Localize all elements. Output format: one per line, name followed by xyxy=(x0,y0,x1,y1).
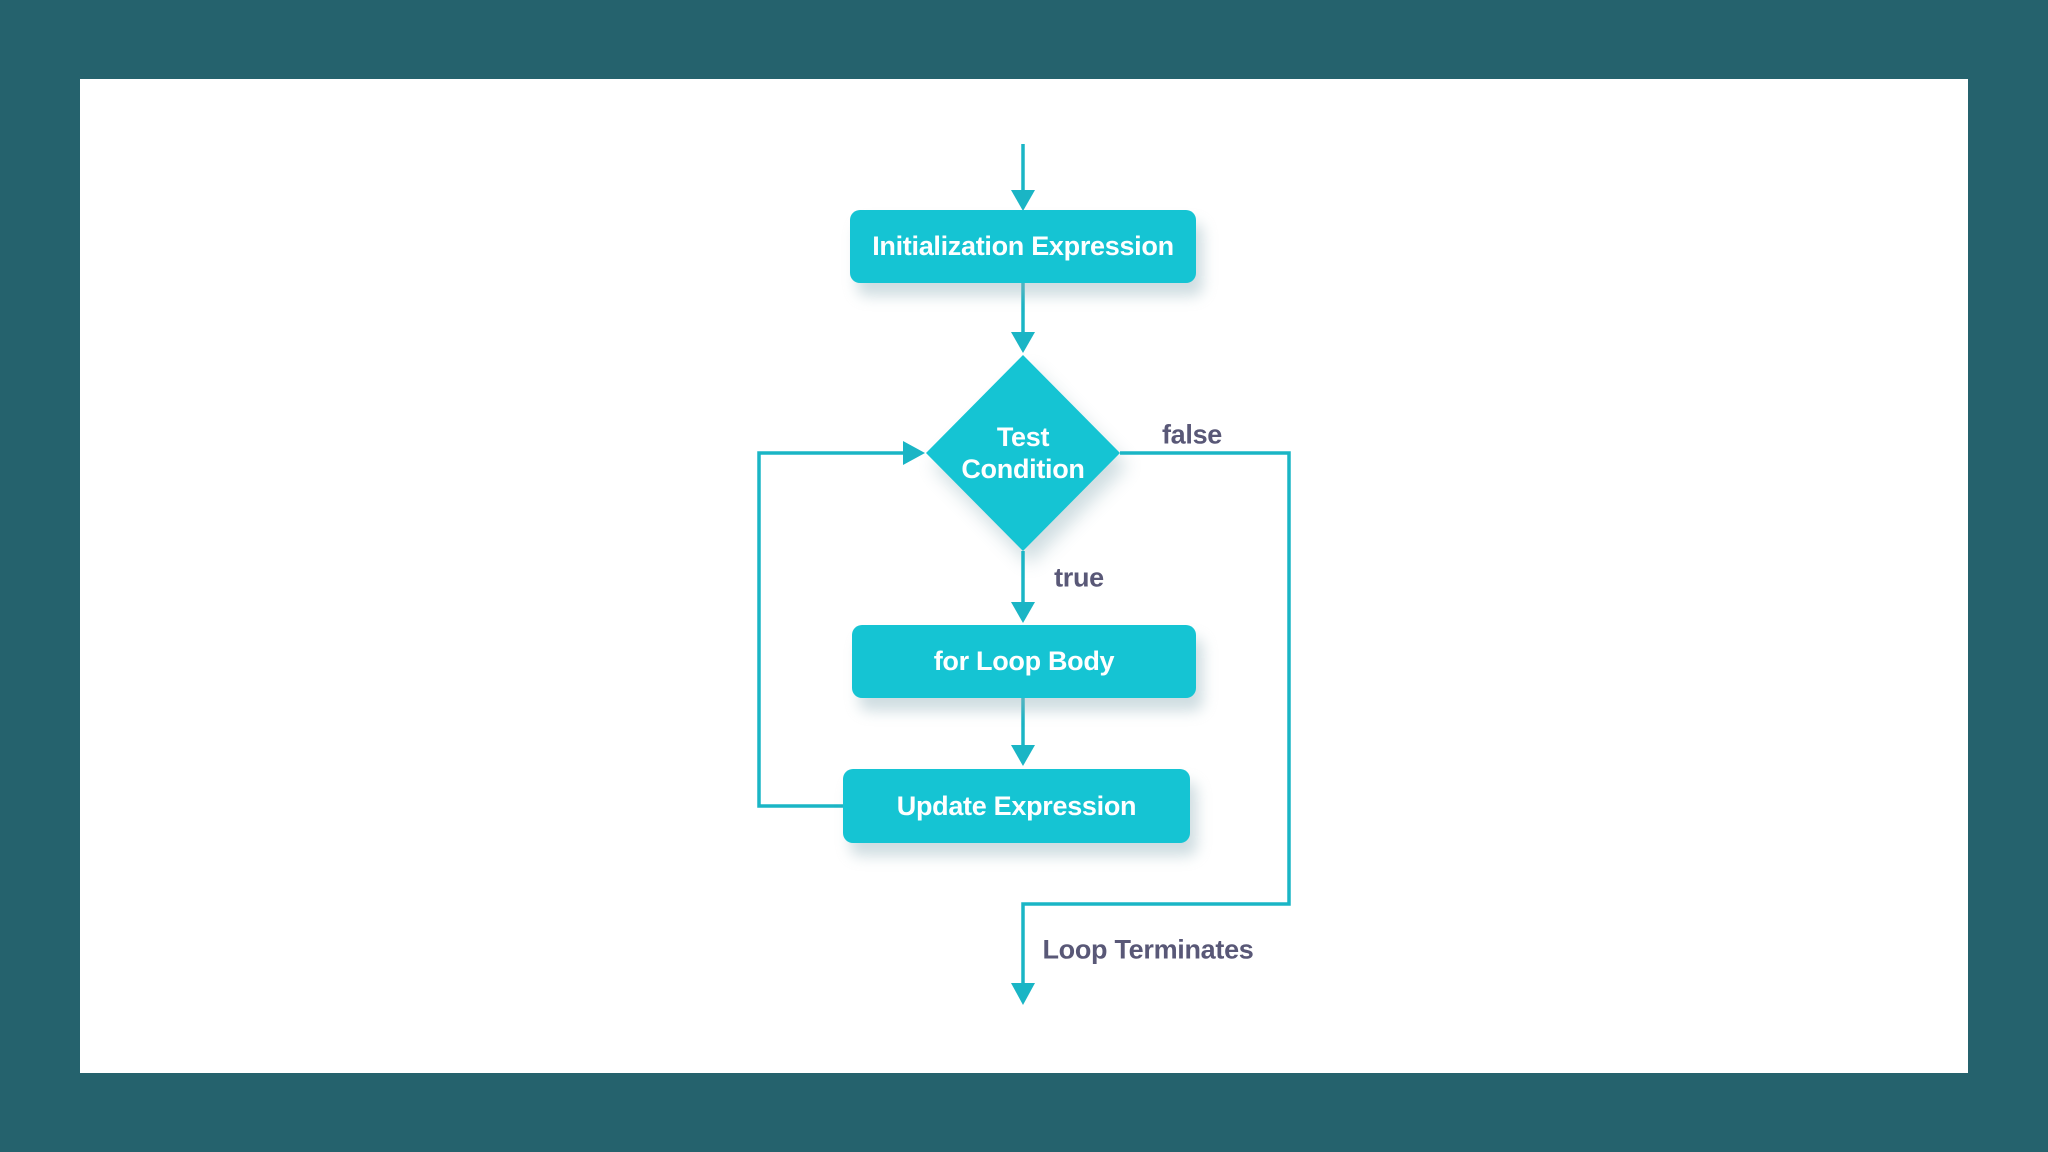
edge-label-true: true xyxy=(1054,562,1104,593)
diagram-canvas: Initialization Expression Test Condition… xyxy=(80,79,1968,1073)
edge-label-loop-terminates: Loop Terminates xyxy=(1042,934,1254,965)
node-test-condition-label: Test Condition xyxy=(961,422,1085,484)
arrowhead-start-icon xyxy=(1011,190,1035,211)
arrowhead-terminate-icon xyxy=(1011,983,1035,1005)
node-for-loop-body-label: for Loop Body xyxy=(933,646,1115,676)
edge-label-false: false xyxy=(1161,419,1223,450)
node-test-condition-shape xyxy=(926,355,1120,551)
arrowhead-init-to-test-icon xyxy=(1011,332,1035,353)
edge-false-terminate xyxy=(1021,451,1291,983)
arrowhead-test-true-icon xyxy=(1011,602,1035,623)
node-initialization-expression-label: Initialization Expression xyxy=(872,231,1174,261)
arrowhead-loopback-icon xyxy=(903,441,925,465)
flowchart-connectors xyxy=(757,144,1291,1005)
node-update-expression-label: Update Expression xyxy=(896,790,1137,821)
node-for-loop-body: for Loop Body xyxy=(852,625,1196,698)
arrowhead-body-to-update-icon xyxy=(1011,745,1035,766)
node-update-expression: Update Expression xyxy=(843,769,1190,843)
node-initialization-expression: Initialization Expression xyxy=(850,210,1196,283)
edge-loopback xyxy=(757,451,903,808)
